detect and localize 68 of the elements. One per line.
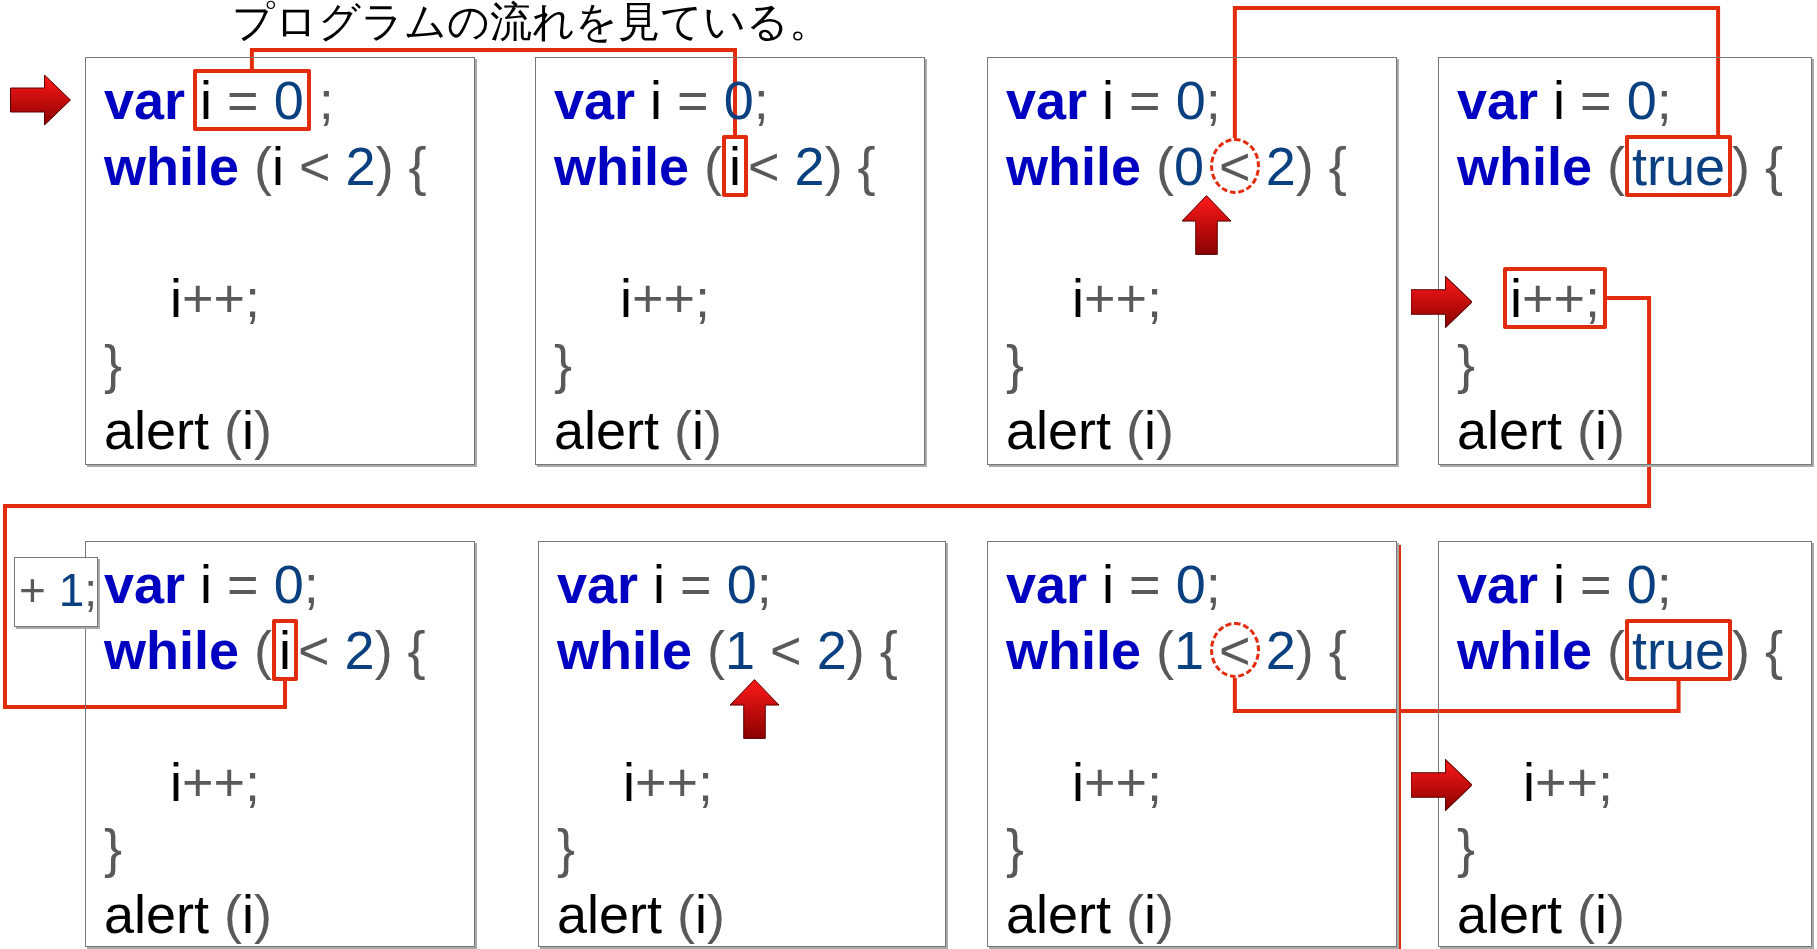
code-text: alert (i) (104, 884, 273, 944)
code-text: alert (i) (1457, 884, 1626, 944)
title: プログラムの流れを見ている。 (232, 0, 831, 46)
code-text: while (1 (1006, 620, 1205, 680)
code-text: } (1006, 818, 1025, 878)
code-panel (535, 57, 925, 465)
code-panel (987, 57, 1397, 465)
code-text: while ( (104, 620, 273, 680)
code-text: while ( (1457, 620, 1626, 680)
code-text: } (1457, 334, 1476, 394)
code-panel (538, 541, 946, 947)
code-text: var i = 0; (1457, 554, 1672, 614)
code-text: 2) { (1265, 620, 1347, 680)
highlight-box: < (1210, 622, 1260, 678)
code-text: } (554, 334, 573, 394)
code-text: var i = 0; (1006, 554, 1221, 614)
code-snippet-box (14, 557, 98, 627)
code-panel (987, 541, 1397, 947)
code-text: while ( (1457, 136, 1626, 196)
code-text: while ( (554, 136, 723, 196)
code-text: } (104, 818, 123, 878)
code-text: alert (i) (104, 400, 273, 460)
highlight-box: true (1625, 619, 1733, 681)
connector-line (1232, 6, 1721, 138)
code-text: + 1; (19, 564, 98, 616)
code-text: i++; (1072, 268, 1163, 328)
code-text: alert (i) (1457, 400, 1626, 460)
code-text: } (104, 334, 123, 394)
code-text: } (1006, 334, 1025, 394)
code-panel (85, 57, 475, 465)
code-text: 2) { (1265, 136, 1347, 196)
code-text: while (i < 2) { (104, 136, 427, 196)
code-text: i++; (620, 268, 711, 328)
connector-line (1232, 678, 1681, 713)
highlight-box: i = 0 (193, 69, 311, 131)
highlight-box: < (1210, 138, 1260, 194)
code-text: alert (i) (554, 400, 723, 460)
code-text: alert (i) (1006, 884, 1175, 944)
code-text: alert (i) (1006, 400, 1175, 460)
code-text: var i = 0; (557, 554, 772, 614)
code-text: alert (i) (557, 884, 726, 944)
code-text: } (557, 818, 576, 878)
code-text: ) { (1732, 136, 1784, 196)
code-panel (1438, 541, 1812, 947)
highlight-box: i (722, 135, 749, 197)
code-text: < 2) { (298, 620, 426, 680)
highlight-box: i (272, 619, 299, 681)
code-panel (1438, 57, 1812, 465)
code-text: i++; (170, 752, 261, 812)
code-text: i++; (1072, 752, 1163, 812)
highlight-box: true (1625, 135, 1733, 197)
code-panel (85, 541, 475, 947)
code-text: i++; (1523, 752, 1614, 812)
code-text: i++; (170, 268, 261, 328)
code-text: var i = 0; (1006, 70, 1221, 130)
connector-line (249, 48, 738, 135)
highlight-box: i++; (1503, 267, 1608, 329)
code-text: while (0 (1006, 136, 1205, 196)
code-text: ; (318, 70, 334, 130)
code-text: var (104, 70, 186, 130)
code-text: ) { (1732, 620, 1784, 680)
code-text: var i = 0; (104, 554, 319, 614)
code-text: while (1 < 2) { (557, 620, 898, 680)
code-text: } (1457, 818, 1476, 878)
code-text: i++; (623, 752, 714, 812)
connector-line (3, 296, 1652, 709)
code-text: < 2) { (748, 136, 876, 196)
code-text: var i = 0; (1457, 70, 1672, 130)
